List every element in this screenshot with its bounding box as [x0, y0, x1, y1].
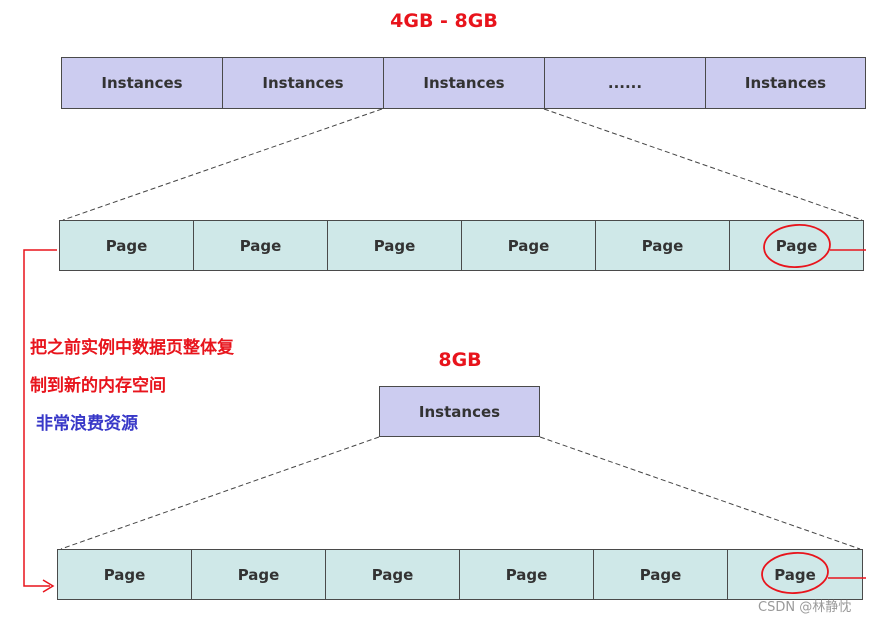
instance-block: Instances	[223, 58, 384, 108]
top-instances-bar: Instances Instances Instances ...... Ins…	[61, 57, 866, 109]
projection-line-left	[60, 436, 380, 550]
top-title: 4GB - 8GB	[390, 10, 498, 32]
page-block: Page	[58, 550, 192, 599]
instance-block: Instances	[62, 58, 223, 108]
bottom-title: 8GB	[438, 349, 482, 371]
projection-line-left	[62, 108, 383, 221]
top-pages-bar: Page Page Page Page Page Page	[59, 220, 864, 271]
page-block: Page	[60, 221, 194, 270]
projection-line-right	[539, 436, 861, 550]
bottom-instance-box: Instances	[379, 386, 540, 437]
page-block: Page	[596, 221, 730, 270]
instance-block: Instances	[384, 58, 545, 108]
note-line-1: 把之前实例中数据页整体复	[30, 338, 234, 358]
note-line-2: 制到新的内存空间	[30, 376, 166, 396]
page-block: Page	[194, 221, 328, 270]
page-block: Page	[328, 221, 462, 270]
csdn-watermark: CSDN @林静忱	[758, 600, 852, 615]
instance-ellipsis: ......	[545, 58, 706, 108]
note-line-3: 非常浪费资源	[36, 414, 138, 434]
instance-block: Instances	[380, 387, 539, 436]
highlight-circle	[761, 552, 829, 594]
bottom-pages-bar: Page Page Page Page Page Page	[57, 549, 863, 600]
page-block: Page	[192, 550, 326, 599]
copy-arrow-head	[42, 579, 55, 593]
instance-block: Instances	[706, 58, 865, 108]
page-block-highlighted: Page	[728, 550, 862, 599]
copy-connector-line	[23, 249, 57, 587]
page-block: Page	[594, 550, 728, 599]
page-block: Page	[460, 550, 594, 599]
page-block: Page	[326, 550, 460, 599]
page-block: Page	[462, 221, 596, 270]
highlight-circle	[763, 224, 831, 268]
page-block-highlighted: Page	[730, 221, 863, 270]
projection-line-right	[543, 108, 863, 221]
